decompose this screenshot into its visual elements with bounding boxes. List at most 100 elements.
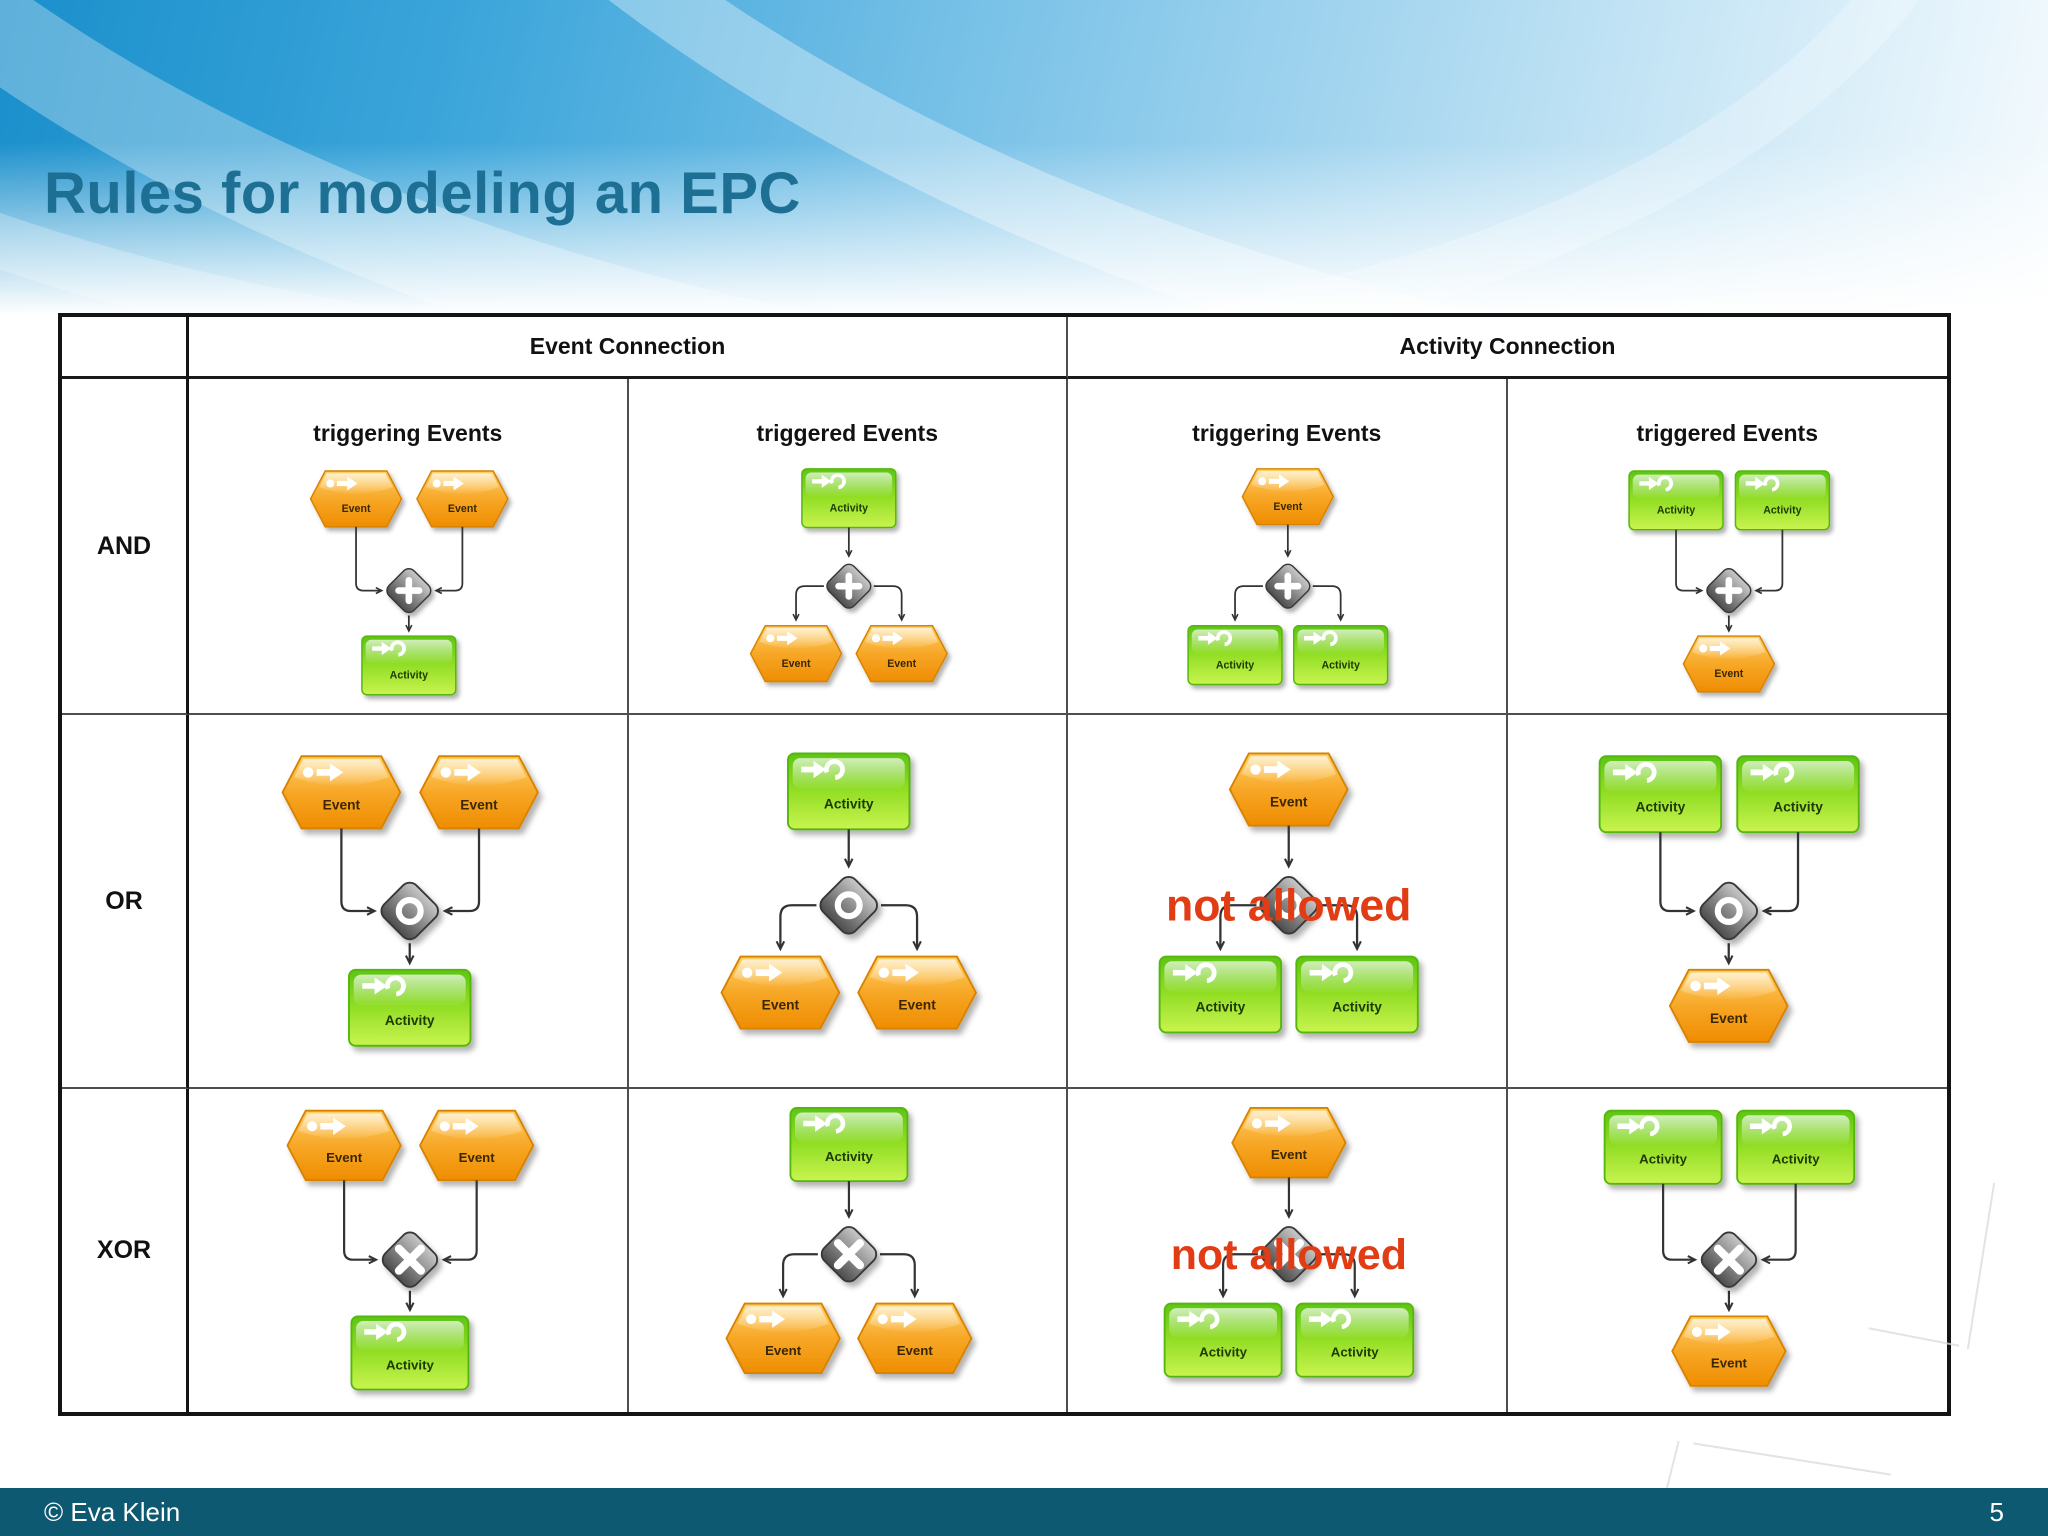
event-arrow-icon (877, 1314, 888, 1325)
event-label: Event (323, 797, 361, 812)
activity-shape: Activity (1603, 1110, 1723, 1186)
activity-shape: Activity (1293, 625, 1389, 686)
event-arrow-icon (326, 479, 335, 488)
event-arrow-icon (1250, 764, 1261, 775)
event-label: Event (1714, 668, 1743, 680)
activity-gear-icon (1636, 761, 1658, 783)
event-shape: Event (286, 1110, 402, 1182)
activity-shape: Activity (801, 468, 897, 529)
diagram-cell-xor-activity-triggering: Event Activity Activity not allowed (1068, 1089, 1508, 1412)
sketch-mark (1966, 1182, 1996, 1350)
column-header-triggering-events-2: triggering Events (1068, 379, 1508, 453)
activity-shape: Activity (1628, 470, 1724, 531)
or-connector-icon (380, 881, 439, 941)
event-arrow-icon (1258, 477, 1267, 486)
epc-mini-diagram: Event Event Activity (281, 755, 539, 1047)
event-label: Event (899, 998, 937, 1013)
diagram-cell-and-activity-triggered: Activity Activity Event (1507, 453, 1947, 715)
row-header-and: AND (62, 379, 189, 715)
activity-arrow-icon (812, 474, 832, 489)
footer-copyright: © Eva Klein (44, 1496, 181, 1527)
epc-mini-diagram: Event Activity Activity not allowed (1163, 1107, 1414, 1379)
activity-gear-icon (1332, 962, 1354, 984)
activity-label: Activity (1195, 1000, 1245, 1015)
activity-label: Activity (1332, 1000, 1382, 1015)
activity-label: Activity (824, 796, 874, 811)
activity-arrow-icon (1617, 1118, 1642, 1135)
event-label: Event (897, 1343, 934, 1358)
xor-connector-icon (1700, 1231, 1758, 1289)
activity-gear-icon (1195, 962, 1217, 984)
event-arrow-icon (879, 967, 890, 978)
row-header-or: OR (62, 715, 189, 1089)
activity-arrow-icon (803, 1115, 828, 1133)
activity-arrow-icon (372, 642, 392, 656)
activity-label: Activity (1199, 1345, 1247, 1360)
event-shape: Event (281, 755, 402, 830)
activity-shape: Activity (1187, 625, 1284, 686)
event-label: Event (342, 503, 371, 515)
and-connector-icon (386, 568, 432, 614)
epc-mini-diagram: Event Activity Activity not allowed (1158, 752, 1419, 1034)
event-label: Event (1274, 501, 1303, 513)
activity-shape: Activity (350, 1315, 469, 1391)
activity-shape: Activity (347, 968, 472, 1047)
activity-shape: Activity (1158, 955, 1283, 1034)
banner-background (0, 0, 2048, 315)
activity-label: Activity (1330, 1345, 1378, 1360)
activity-gear-icon (825, 1113, 846, 1134)
event-label: Event (1710, 1011, 1748, 1026)
activity-shape: Activity (787, 752, 911, 831)
epc-mini-diagram: Activity Activity Event (1628, 470, 1830, 693)
xor-connector-icon (381, 1231, 438, 1289)
activity-shape: Activity (789, 1107, 909, 1183)
activity-shape: Activity (1295, 955, 1419, 1034)
not-allowed-label: not allowed (1170, 1231, 1406, 1279)
not-allowed-label: not allowed (1166, 881, 1411, 930)
event-arrow-icon (871, 634, 880, 643)
diagram-cell-or-activity-triggered: Activity Activity Event (1507, 715, 1947, 1089)
event-label: Event (458, 1150, 495, 1165)
page-number: 5 (1989, 1496, 2004, 1527)
column-header-triggered-events-2: triggered Events (1636, 420, 1819, 446)
group-header-event-connection: Event Connection (189, 317, 1068, 379)
activity-arrow-icon (801, 760, 827, 779)
event-label: Event (326, 1150, 363, 1165)
event-label: Event (1271, 1148, 1308, 1163)
and-connector-icon (1706, 568, 1752, 614)
activity-gear-icon (1216, 630, 1233, 647)
activity-shape: Activity (1736, 1110, 1856, 1186)
epc-rules-table: Event Connection Activity Connection AND… (58, 313, 1951, 1416)
event-shape: Event (419, 755, 539, 830)
activity-arrow-icon (1177, 1311, 1201, 1328)
event-shape: Event (1241, 468, 1335, 526)
activity-shape: Activity (1599, 755, 1723, 834)
or-connector-icon (819, 876, 879, 935)
activity-arrow-icon (1198, 631, 1218, 645)
event-shape: Event (855, 625, 948, 683)
event-shape: Event (857, 1303, 973, 1375)
event-arrow-icon (439, 1121, 450, 1132)
event-shape: Event (1230, 1107, 1347, 1179)
event-arrow-icon (1699, 644, 1708, 653)
event-label: Event (887, 658, 916, 670)
and-connector-icon (826, 563, 872, 609)
event-label: Event (1270, 795, 1308, 810)
table-corner-cell (62, 317, 189, 379)
activity-gear-icon (1639, 1116, 1660, 1137)
event-label: Event (762, 998, 800, 1013)
diagram-cell-and-event-triggered: Activity Event Event (628, 453, 1068, 715)
activity-gear-icon (824, 759, 846, 780)
activity-arrow-icon (1639, 477, 1659, 491)
and-connector-icon (1265, 563, 1311, 609)
diagram-cell-and-activity-triggering: Event Activity Activity (1068, 453, 1508, 715)
diagram-cell-or-activity-triggering: Event Activity Activity not allowed (1068, 715, 1508, 1089)
activity-label: Activity (1774, 799, 1824, 814)
event-shape: Event (720, 955, 841, 1030)
event-shape: Event (1228, 752, 1349, 827)
activity-arrow-icon (1172, 964, 1198, 982)
diagram-cell-xor-activity-triggered: Activity Activity Event (1508, 1089, 1948, 1412)
event-shape: Event (416, 470, 510, 528)
epc-mini-diagram: Activity Activity Event (1603, 1110, 1856, 1388)
event-shape: Event (725, 1303, 841, 1375)
